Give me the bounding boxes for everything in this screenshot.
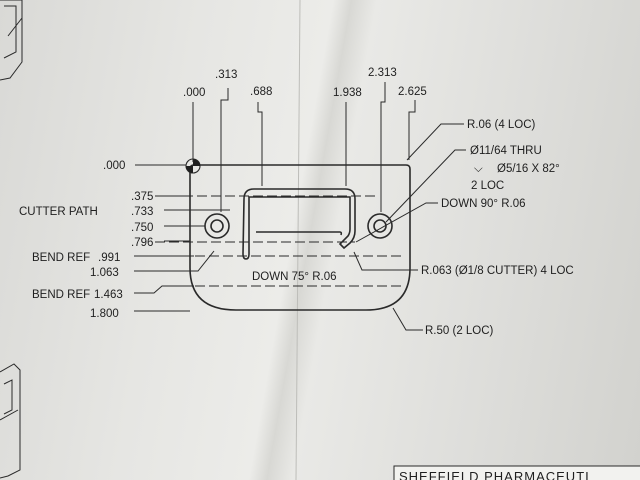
title-company: SHEFFIELD PHARMACEUTI <box>399 469 590 480</box>
leader-y1063 <box>134 250 215 272</box>
callout-hole-count: 2 LOC <box>471 180 504 192</box>
left-mounting-hole <box>204 213 230 239</box>
leader-corner-radius <box>406 123 464 161</box>
dim-y1463: 1.463 <box>94 289 123 301</box>
dim-y000: .000 <box>103 160 125 172</box>
bent-tab-inner <box>256 231 343 236</box>
dim-x2625: 2.625 <box>398 86 427 98</box>
partial-view-top-left <box>0 0 23 81</box>
dim-y1063: 1.063 <box>90 267 119 279</box>
dim-y733: .733 <box>131 206 153 218</box>
dim-y1800: 1.800 <box>90 308 119 320</box>
callout-corner-radius: R.06 (4 LOC) <box>467 119 536 131</box>
paper-fold-line <box>295 0 301 480</box>
callout-down-75: DOWN 75° R.06 <box>252 271 336 283</box>
dim-x688: .688 <box>250 86 272 98</box>
right-mounting-hole <box>367 213 393 239</box>
label-bend-ref-2: BEND REF <box>32 289 90 301</box>
partial-view-bottom-left <box>0 363 21 479</box>
callout-countersink: Ø5/16 X 82° <box>497 163 560 175</box>
leader-down-90 <box>355 202 438 243</box>
leader-y1463 <box>134 285 194 294</box>
callout-bottom-radius: R.50 (2 LOC) <box>425 325 494 337</box>
callout-down-90: DOWN 90° R.06 <box>441 198 525 210</box>
leader-bottom-radius <box>392 307 423 331</box>
dim-y991: .991 <box>98 252 120 264</box>
dim-x313: .313 <box>215 69 237 81</box>
leader-x688 <box>257 102 263 186</box>
dim-x2313: 2.313 <box>368 67 397 79</box>
dim-x1938: 1.938 <box>333 87 362 99</box>
callout-cutter-radius: R.063 (Ø1/8 CUTTER) 4 LOC <box>421 265 574 277</box>
dim-x000: .000 <box>183 87 205 99</box>
dim-y375: .375 <box>131 191 153 203</box>
label-bend-ref-1: BEND REF <box>32 252 90 264</box>
part-outline <box>189 164 411 311</box>
countersink-icon: ⌵ <box>474 163 483 175</box>
title-block: SHEFFIELD PHARMACEUTI <box>393 465 640 480</box>
dim-y796: .796 <box>131 237 153 249</box>
bent-tab-outline <box>242 188 356 260</box>
origin-datum-icon <box>185 158 201 174</box>
dim-y750: .750 <box>131 222 153 234</box>
leader-cutter-radius <box>353 251 418 271</box>
callout-hole-thru: Ø11/64 THRU <box>470 145 542 157</box>
leader-hole <box>385 149 466 223</box>
leader-x2313 <box>380 82 386 212</box>
leader-x313 <box>220 88 229 212</box>
leader-x2625 <box>408 100 416 160</box>
label-cutter-path: CUTTER PATH <box>19 206 98 218</box>
